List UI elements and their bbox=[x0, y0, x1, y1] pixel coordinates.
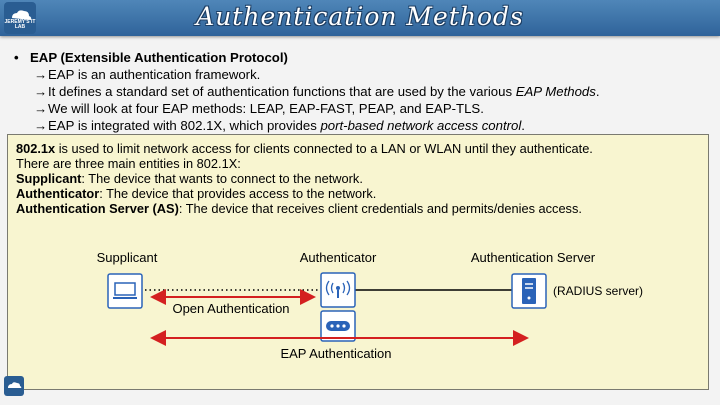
authenticator-label: Authenticator bbox=[300, 250, 377, 265]
definition-box: 802.1x is used to limit network access f… bbox=[7, 134, 709, 390]
open-auth-label: Open Authentication bbox=[172, 301, 289, 316]
bullet-sub-3: →We will look at four EAP methods: LEAP,… bbox=[14, 100, 704, 117]
access-point-icon bbox=[320, 272, 356, 308]
bullet-list: • EAP (Extensible Authentication Protocol… bbox=[14, 49, 704, 134]
arrow-icon: → bbox=[34, 118, 48, 133]
entity-authenticator: Authenticator: The device that provides … bbox=[16, 186, 696, 201]
entity-supplicant: Supplicant: The device that wants to con… bbox=[16, 171, 696, 186]
bullet-sub-text: EAP is an authentication framework. bbox=[48, 67, 261, 82]
bullet-main: • EAP (Extensible Authentication Protocol… bbox=[14, 49, 704, 66]
laptop-icon bbox=[107, 273, 143, 309]
supplicant-label: Supplicant bbox=[97, 250, 158, 265]
cloud-icon bbox=[12, 10, 32, 20]
cloud-icon bbox=[8, 382, 22, 388]
switch-icon bbox=[320, 310, 356, 342]
entity-auth-server: Authentication Server (AS): The device t… bbox=[16, 201, 696, 216]
page-title: Authentication Methods bbox=[196, 2, 524, 31]
auth-server-label: Authentication Server bbox=[471, 250, 596, 265]
bullet-dot: • bbox=[14, 50, 19, 65]
bullet-sub-text: It defines a standard set of authenticat… bbox=[48, 84, 516, 99]
entities-intro: There are three main entities in 802.1X: bbox=[16, 156, 241, 171]
radius-label: (RADIUS server) bbox=[553, 284, 643, 298]
arrow-icon: → bbox=[34, 67, 48, 82]
bullet-sub-italic: port-based network access control bbox=[320, 118, 522, 133]
footer-logo bbox=[4, 376, 24, 396]
jeremys-it-lab-logo: JEREMY'S IT LAB bbox=[4, 2, 36, 34]
bullet-sub-4: →EAP is integrated with 802.1X, which pr… bbox=[14, 117, 704, 134]
entity-desc: : The device that wants to connect to th… bbox=[81, 171, 363, 186]
bullet-sub-after: . bbox=[521, 118, 525, 133]
arrow-icon: → bbox=[34, 101, 48, 116]
entity-desc: : The device that provides access to the… bbox=[99, 186, 377, 201]
entity-desc: : The device that receives client creden… bbox=[178, 201, 582, 216]
bullet-sub-2: →It defines a standard set of authentica… bbox=[14, 83, 704, 100]
server-icon bbox=[511, 273, 547, 309]
arrow-icon: → bbox=[34, 84, 48, 99]
bullet-sub-1: →EAP is an authentication framework. bbox=[14, 66, 704, 83]
bullet-main-text: EAP (Extensible Authentication Protocol) bbox=[30, 50, 288, 65]
definition-rest: is used to limit network access for clie… bbox=[55, 141, 593, 156]
title-bar: JEREMY'S IT LAB Authentication Methods bbox=[0, 0, 720, 36]
logo-text: JEREMY'S IT LAB bbox=[4, 19, 36, 30]
entity-name: Authentication Server (AS) bbox=[16, 201, 179, 216]
bullet-sub-italic: EAP Methods bbox=[515, 84, 596, 99]
bullet-sub-text: EAP is integrated with 802.1X, which pro… bbox=[48, 118, 321, 133]
eap-auth-label: EAP Authentication bbox=[280, 346, 391, 361]
bullet-sub-text: We will look at four EAP methods: LEAP, … bbox=[48, 101, 484, 116]
definition-text: 802.1x is used to limit network access f… bbox=[16, 141, 696, 216]
term-8021x: 802.1x bbox=[16, 141, 56, 156]
definition-line: 802.1x is used to limit network access f… bbox=[16, 141, 696, 156]
bullet-sub-after: . bbox=[595, 84, 600, 99]
entity-name: Supplicant bbox=[16, 171, 82, 186]
entity-name: Authenticator bbox=[16, 186, 100, 201]
